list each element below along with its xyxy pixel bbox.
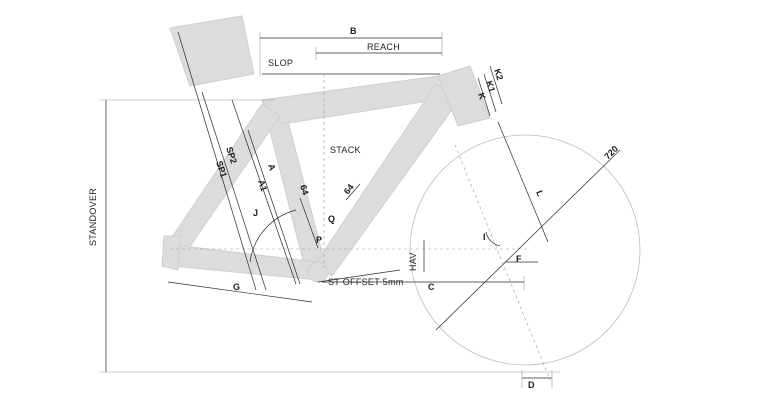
angle-64-right-label: 64 — [342, 182, 356, 196]
q-label: Q — [328, 214, 335, 224]
k1-label: K1 — [484, 80, 497, 94]
i-angle-arc — [485, 231, 501, 247]
p-label: P — [316, 235, 322, 245]
k1-dimension-line — [483, 73, 497, 113]
j-angle-arc — [249, 209, 297, 263]
k2-label: K2 — [492, 68, 505, 82]
wheel-center-dash — [454, 144, 551, 381]
k-dimension-line — [477, 77, 491, 117]
a-dimension-line — [231, 99, 297, 285]
hav-label: HAV — [408, 252, 418, 271]
a1-label: A1 — [256, 179, 269, 193]
wheel-720-label: 720 — [602, 144, 620, 162]
standover-label: STANDOVER — [88, 188, 98, 246]
f-label: F — [516, 254, 522, 264]
l-label: L — [534, 189, 546, 198]
slop-label: SLOP — [268, 58, 293, 68]
a-label: A — [266, 163, 278, 173]
g-dimension-line — [167, 281, 313, 303]
l-dimension-line — [497, 121, 549, 243]
angle-64-left-label: 64 — [298, 184, 311, 197]
stack-label: STACK — [330, 145, 361, 155]
bike-frame — [161, 15, 491, 283]
k2-dimension-line — [489, 65, 503, 105]
reach-label: REACH — [367, 42, 400, 52]
d-label: D — [528, 380, 535, 390]
wheel-diameter-line — [435, 149, 621, 331]
i-label: I — [483, 232, 486, 242]
g-label: G — [233, 282, 240, 292]
sp2-dimension-line — [201, 91, 267, 291]
front-wheel-outline — [409, 134, 641, 366]
j-label: J — [253, 208, 258, 218]
k-label: K — [476, 92, 488, 102]
sp1-dimension-line — [177, 31, 257, 291]
b-label: B — [350, 26, 357, 36]
c-label: C — [428, 282, 435, 292]
a1-dimension-line — [247, 129, 301, 285]
